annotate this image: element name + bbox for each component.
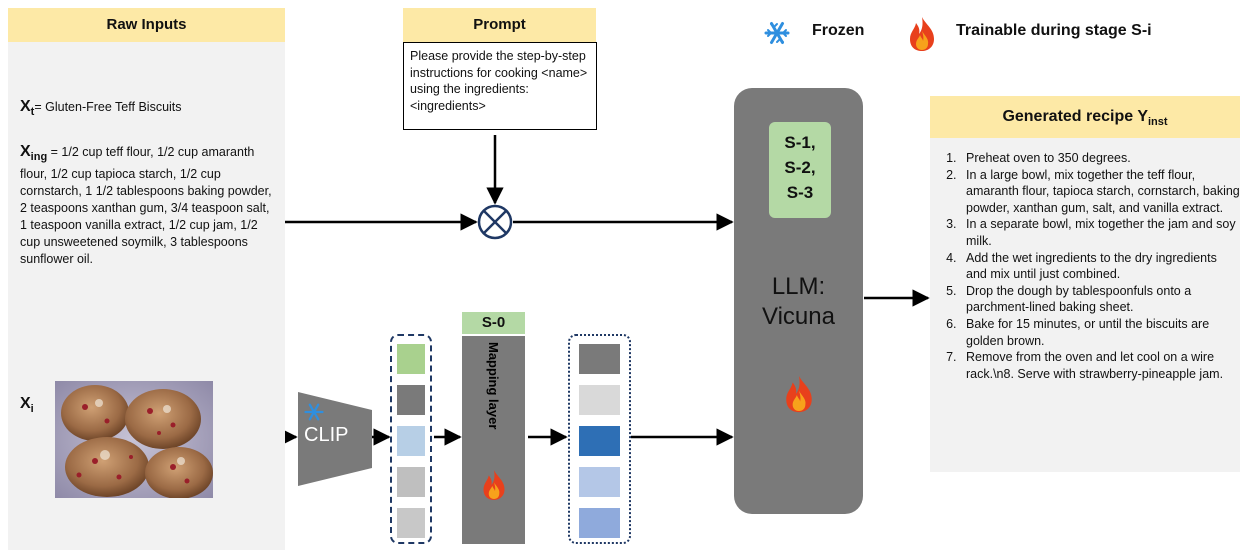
llm-label-line1: LLM: <box>771 273 826 300</box>
flame-icon <box>910 17 934 51</box>
llm-stage-badge: S-1, S-2, S-3 <box>769 122 831 218</box>
xi-symbol: Xi <box>20 395 34 416</box>
flame-icon <box>483 470 505 500</box>
output-header: Generated recipe Yinst <box>930 96 1240 138</box>
embedding-token <box>397 344 425 374</box>
mapping-stage-badge: S-0 <box>462 312 525 334</box>
raw-inputs-header: Raw Inputs <box>8 8 285 42</box>
recipe-step: Add the wet ingredients to the dry ingre… <box>960 250 1240 283</box>
prompt-header: Prompt <box>403 8 596 42</box>
recipe-step: Drop the dough by tablespoonfuls onto a … <box>960 283 1240 316</box>
xing-text: = 1/2 cup teff flour, 1/2 cup amaranth f… <box>20 145 272 267</box>
mapped-embeddings <box>568 334 631 544</box>
embedding-token <box>579 385 620 415</box>
clip-embeddings <box>390 334 432 544</box>
title-input: Xt= Gluten-Free Teff Biscuits <box>20 98 280 121</box>
recipe-step: In a large bowl, mix together the teff f… <box>960 167 1240 217</box>
snowflake-icon <box>764 22 790 44</box>
recipe-step: In a separate bowl, mix together the jam… <box>960 216 1240 249</box>
llm-label-line2: Vicuna <box>762 303 835 330</box>
flame-icon <box>786 375 812 413</box>
image-input: Xi <box>20 395 34 415</box>
output-title-sub: inst <box>1148 116 1168 129</box>
prompt-box: Please provide the step-by-step instruct… <box>403 42 597 130</box>
embedding-token <box>579 467 620 497</box>
xing-symbol: Xing <box>20 143 48 164</box>
output-title: Generated recipe Y <box>1002 108 1148 125</box>
recipe-step: Remove from the oven and let cool on a w… <box>960 349 1240 382</box>
output-panel: Preheat oven to 350 degrees.In a large b… <box>930 138 1240 472</box>
clip-label: CLIP <box>304 424 349 446</box>
embedding-token <box>579 344 620 374</box>
llm-label: LLM: Vicuna <box>734 272 863 332</box>
recipe-step: Preheat oven to 350 degrees. <box>960 150 1240 167</box>
legend-frozen-label: Frozen <box>812 22 865 39</box>
raw-inputs-title: Raw Inputs <box>106 16 187 33</box>
embedding-token <box>397 508 425 538</box>
llm-stage-3: S-3 <box>786 183 814 202</box>
mapping-layer <box>462 336 525 544</box>
embedding-token <box>579 426 620 456</box>
combine-node-icon <box>477 204 513 240</box>
llm-stage-1: S-1, <box>784 133 816 152</box>
mapping-layer-label-wrap: Mapping layer <box>468 342 518 462</box>
recipe-step: Bake for 15 minutes, or until the biscui… <box>960 316 1240 349</box>
legend: Frozen Trainable during stage S-i <box>760 14 1200 54</box>
xt-symbol: Xt <box>20 98 35 119</box>
embedding-token <box>579 508 620 538</box>
prompt-text: Please provide the step-by-step instruct… <box>410 49 588 113</box>
legend-trainable-label: Trainable during stage S-i <box>956 22 1152 39</box>
embedding-token <box>397 426 425 456</box>
mapping-layer-label: Mapping layer <box>486 342 501 430</box>
food-image <box>55 381 213 498</box>
xt-text: = Gluten-Free Teff Biscuits <box>34 100 182 114</box>
recipe-steps: Preheat oven to 350 degrees.In a large b… <box>930 150 1240 382</box>
llm-stage-2: S-2, <box>784 158 816 177</box>
mapping-stage-label: S-0 <box>481 314 506 331</box>
ingredients-input: Xing = 1/2 cup teff flour, 1/2 cup amara… <box>20 143 278 268</box>
embedding-token <box>397 385 425 415</box>
prompt-title: Prompt <box>473 16 526 33</box>
embedding-token <box>397 467 425 497</box>
snowflake-icon <box>304 403 324 421</box>
